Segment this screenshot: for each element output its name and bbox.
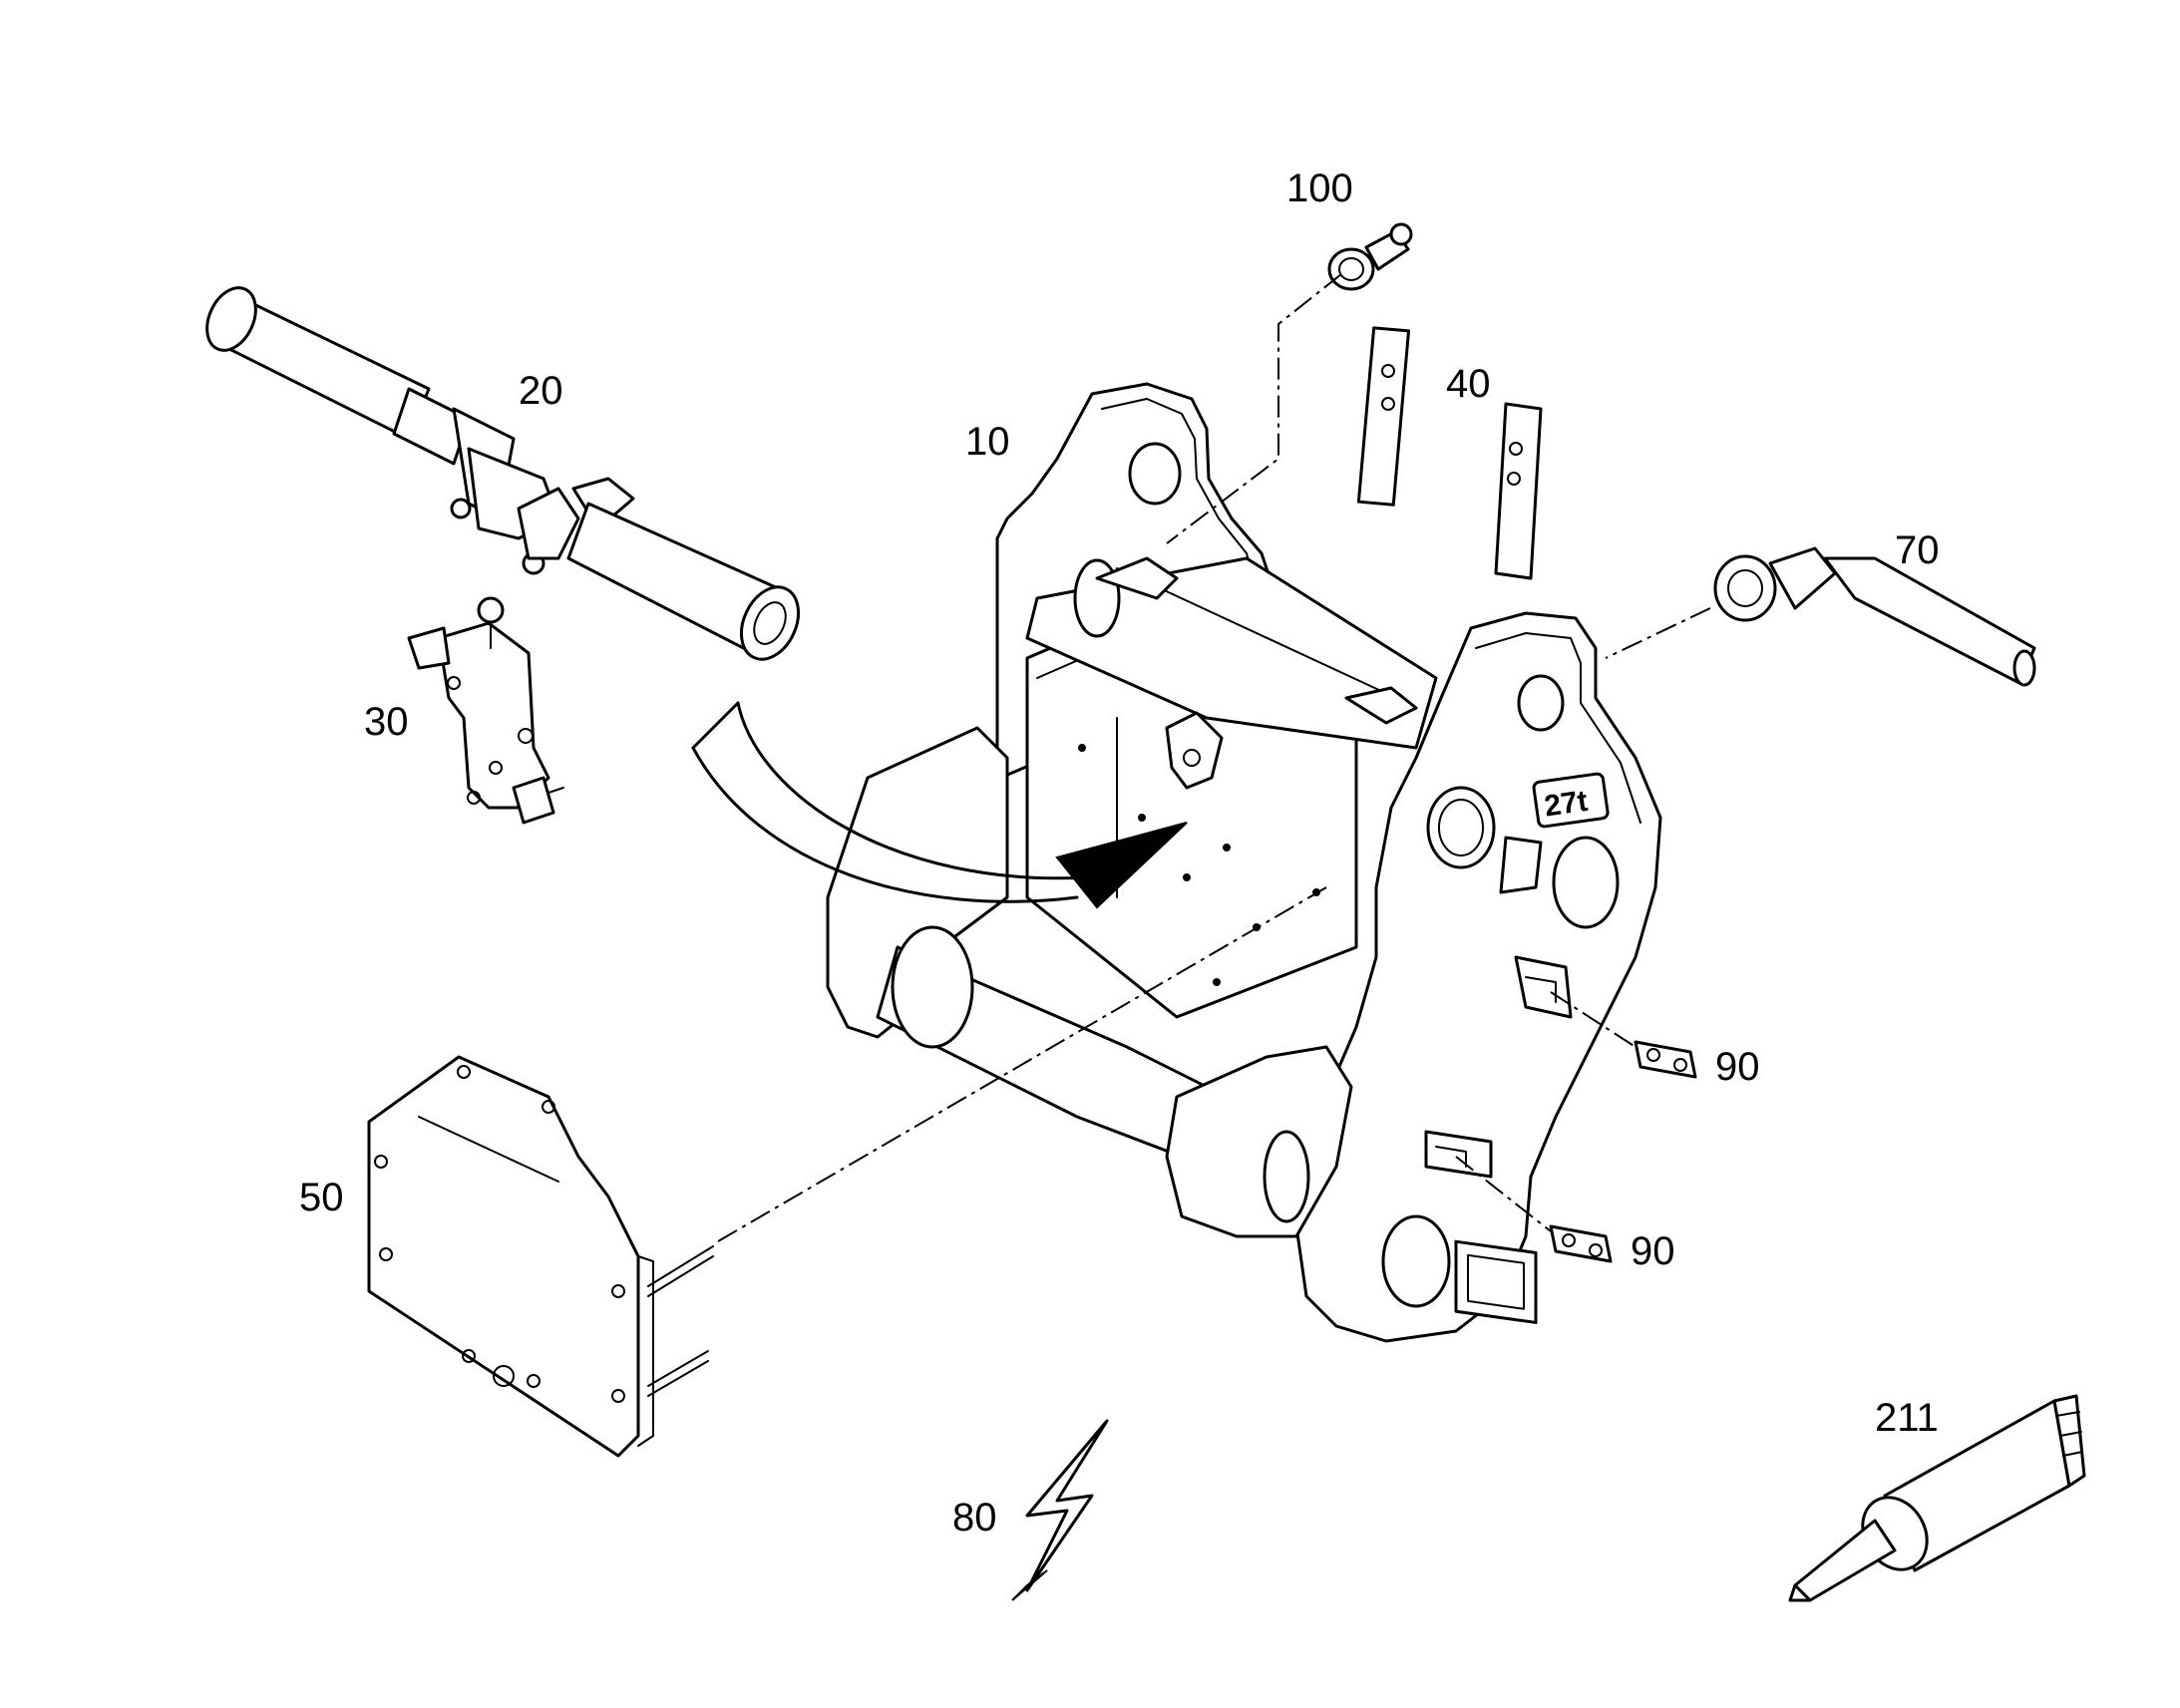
label-grease-nipple: 100 (1286, 167, 1353, 210)
label-electrical: 80 (952, 1496, 997, 1539)
label-plates: 40 (1446, 362, 1491, 406)
frame-part: 27t (826, 382, 1662, 1343)
label-valve: 30 (364, 700, 409, 744)
grease-tube-part (1788, 1394, 2086, 1602)
hose-part (1713, 546, 2036, 687)
leader-line-70 (1605, 607, 1711, 659)
grease-nipple-part (1327, 222, 1413, 291)
cover-part (367, 1055, 714, 1458)
plates-part (1356, 326, 1543, 580)
label-cylinder: 20 (519, 369, 563, 413)
lightning-bolt-arrowhead (1011, 1569, 1048, 1601)
lightning-bolt-icon (1025, 1419, 1109, 1592)
leader-line-90-upper (1550, 991, 1636, 1048)
label-clip-upper: 90 (1715, 1045, 1760, 1089)
clip-lower-part (1549, 1224, 1613, 1263)
svg-text:27t: 27t (1542, 785, 1590, 824)
valve-part (407, 596, 564, 825)
label-clip-lower: 90 (1631, 1229, 1675, 1273)
clip-upper-part (1634, 1040, 1697, 1079)
leader-line-90-lower (1455, 1156, 1552, 1232)
label-hose: 70 (1895, 528, 1940, 572)
label-cover: 50 (299, 1176, 344, 1219)
install-direction-arrow (691, 701, 1188, 909)
label-frame: 10 (965, 420, 1010, 464)
label-grease-tube: 211 (1875, 1396, 1939, 1440)
leader-line-100 (1166, 273, 1342, 544)
leader-line-50 (717, 886, 1327, 1242)
cylinder-part (205, 286, 801, 661)
